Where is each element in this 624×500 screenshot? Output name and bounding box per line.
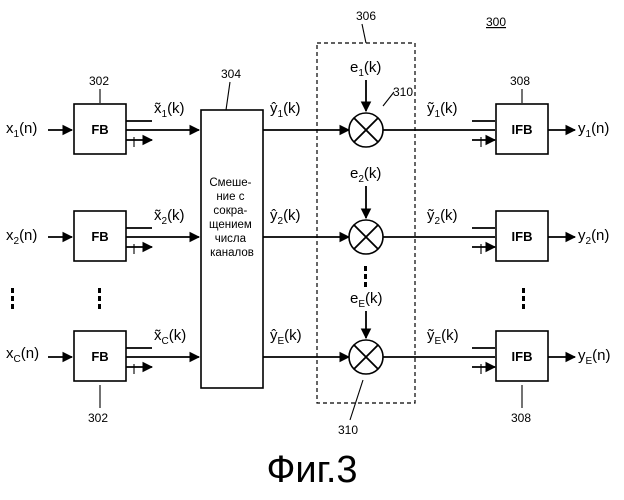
ellipsis-inputs: [11, 288, 14, 309]
gain-group-ref: 306: [356, 9, 376, 23]
ifb-top-ref: 308: [510, 74, 530, 88]
subband-label-1: x̃1(k): [154, 100, 185, 120]
scaled-label-3: ỹE(k): [427, 327, 459, 347]
fb-outputs-1: [126, 121, 152, 140]
multiplier-1: [349, 113, 383, 147]
subband-label-3: x̃C(k): [154, 327, 186, 347]
ifb-inputs-1: [472, 121, 495, 140]
gain-group-leader: [362, 24, 366, 43]
figure-caption: Фиг.3: [266, 449, 357, 491]
scaled-label-2: ỹ2(k): [427, 207, 458, 227]
gain-label-2: e2(k): [350, 165, 381, 185]
mult-bottom-ref-leader: [350, 380, 363, 420]
channel-row-3: xC(n) FB x̃C(k) ŷE(k) eE(k) ỹE(k) IFB yE…: [6, 290, 611, 381]
mixed-label-1: ŷ1(k): [270, 100, 301, 120]
input-label-2: x2(n): [6, 227, 37, 247]
mixed-label-2: ŷ2(k): [270, 207, 301, 227]
fb-label-1: FB: [91, 122, 108, 137]
fb-bottom-ref: 302: [88, 411, 108, 425]
fb-outputs-2: [126, 228, 152, 247]
fb-outputs-3: [126, 348, 152, 367]
ellipsis-fb: [98, 288, 101, 309]
figure-number: 300: [486, 15, 506, 29]
ifb-label-1: IFB: [512, 122, 533, 137]
mult-bottom-ref: 310: [338, 423, 358, 437]
ellipsis-ifb: [522, 288, 525, 309]
ellipsis-gains: [364, 266, 367, 287]
input-label-3: xC(n): [6, 345, 39, 365]
mixer-ref-leader: [226, 82, 230, 110]
fb-top-ref: 302: [89, 74, 109, 88]
output-label-3: yE(n): [578, 347, 611, 367]
ifb-label-2: IFB: [512, 229, 533, 244]
fb-label-2: FB: [91, 229, 108, 244]
ifb-label-3: IFB: [512, 349, 533, 364]
mixed-label-3: ŷE(k): [270, 327, 302, 347]
output-label-2: y2(n): [578, 227, 609, 247]
ifb-inputs-3: [472, 348, 495, 367]
subband-label-2: x̃2(k): [154, 207, 185, 227]
multiplier-3: [349, 340, 383, 374]
scaled-label-1: ỹ1(k): [427, 100, 458, 120]
multiplier-2: [349, 220, 383, 254]
channel-row-2: x2(n) FB x̃2(k) ŷ2(k) e2(k) ỹ2(k) IFB y2…: [6, 165, 609, 261]
mult-top-ref: 310: [393, 85, 413, 99]
fb-label-3: FB: [91, 349, 108, 364]
mixer-ref: 304: [221, 67, 241, 81]
input-label-1: x1(n): [6, 120, 37, 140]
ifb-bottom-ref: 308: [511, 411, 531, 425]
gain-label-1: e1(k): [350, 59, 381, 79]
output-label-1: y1(n): [578, 120, 609, 140]
gain-label-3: eE(k): [350, 290, 383, 310]
mult-top-ref-leader: [383, 92, 394, 106]
ifb-inputs-2: [472, 228, 495, 247]
